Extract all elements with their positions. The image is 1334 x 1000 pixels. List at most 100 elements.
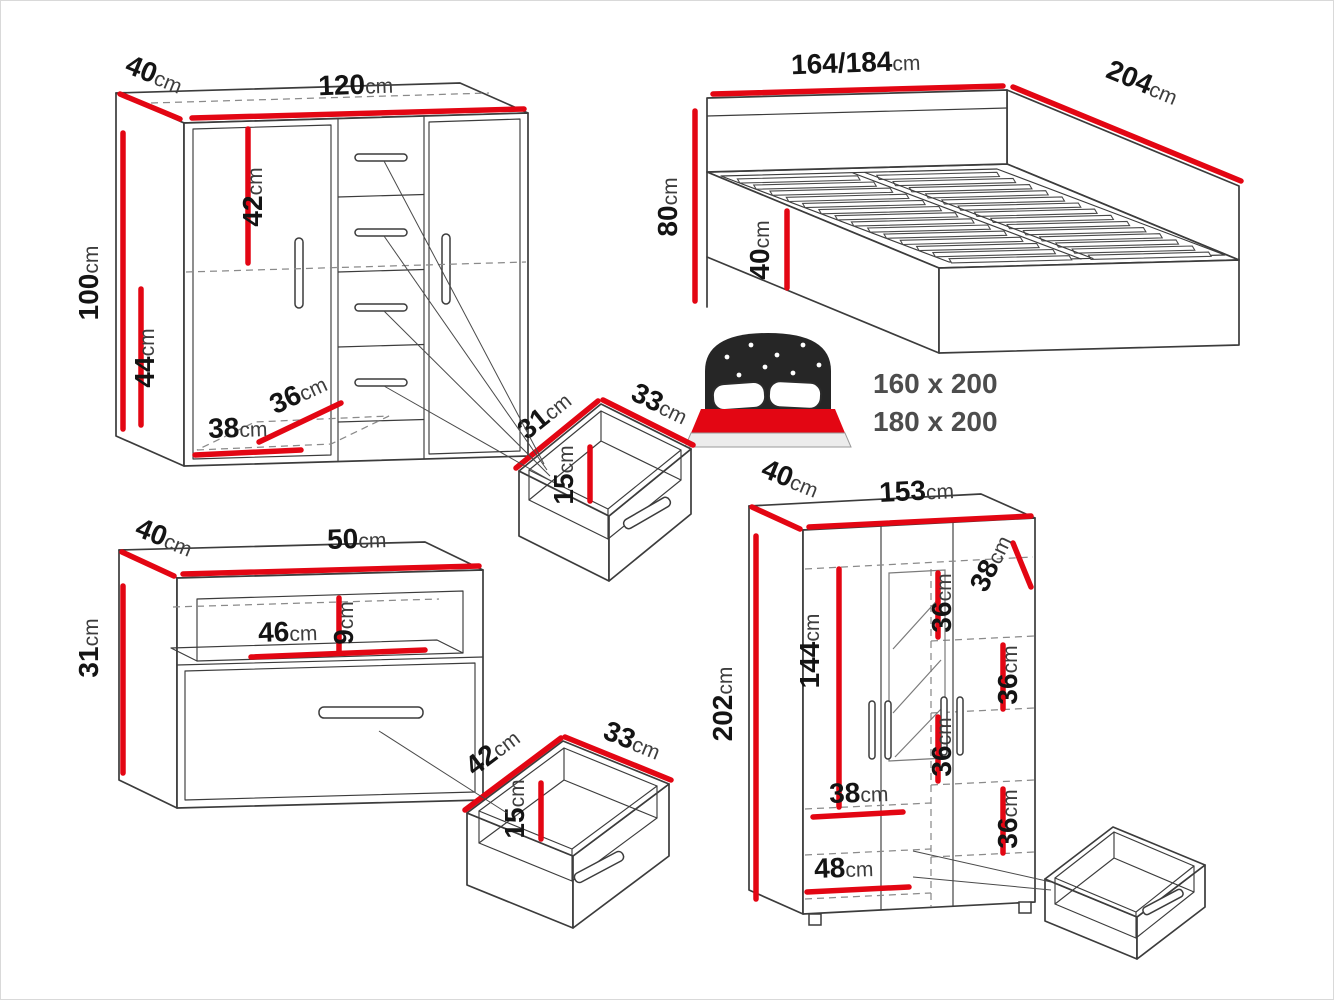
bed-icon-stars	[724, 342, 822, 378]
wardrobe-handles	[868, 696, 964, 760]
nightstand-niche-floor	[170, 639, 464, 662]
bed-slats	[736, 171, 1213, 264]
wardrobe-door-handle	[940, 696, 948, 756]
bed-slat	[931, 248, 1057, 258]
bed-slat	[752, 181, 878, 190]
dresser-drawer-leader	[383, 235, 548, 471]
bed-size-option-2: 180 x 200	[873, 406, 998, 437]
dresser-inner-width-dimline	[192, 447, 304, 458]
bed-width-label: 164/184cm	[791, 45, 921, 80]
wardrobe-door-handle	[956, 696, 964, 756]
wardrobe-shelf-gap-label-1: 36cm	[926, 573, 957, 632]
bed-frame-height-label: 40cm	[744, 220, 775, 279]
bed-headboard-height-label: 80cm	[652, 177, 683, 236]
bed-slat	[817, 205, 943, 215]
dresser-left-face	[115, 92, 185, 467]
wardrobe-door-handle	[868, 700, 876, 760]
nightstand-labels: 40cm 50cm 31cm 46cm 9cm	[73, 512, 387, 678]
bed: 164/184cm 204cm 80cm 40cm	[652, 45, 1244, 354]
dresser-drawer-leader	[383, 310, 551, 477]
wardrobe-mirror	[888, 569, 946, 762]
nightstand-depth-dimline	[119, 549, 177, 579]
drawer-small-edge-b-dimline	[600, 397, 696, 448]
dresser-height-label: 100cm	[73, 246, 104, 321]
bed-frame-inner-rim	[720, 168, 1226, 263]
drawer-wardrobe-inner-corners	[1054, 831, 1195, 939]
wardrobe-drawer-front-dimline	[810, 809, 906, 820]
drawer-detail-small: 31cm 33cm 15cm	[511, 377, 696, 582]
wardrobe-drawer-width-label: 48cm	[814, 851, 874, 884]
bed-length-label: 204cm	[1102, 54, 1183, 111]
drawer-detail-medium: 42cm 33cm 15cm	[459, 715, 674, 929]
wardrobe-width-dimline	[806, 513, 1034, 530]
bed-slat	[915, 242, 1041, 252]
bed-center-rail-edge	[864, 171, 1094, 260]
bed-length-dimline	[1010, 84, 1244, 184]
nightstand-width-dimline	[180, 563, 482, 577]
dresser-door-handle-left	[294, 237, 304, 309]
dresser-upper-section-label: 42cm	[237, 167, 268, 226]
wardrobe-drawer-leader	[912, 876, 1052, 891]
wardrobe: 40cm 153cm 202cm 144cm 38cm 36cm 36cm 36…	[707, 453, 1036, 926]
bed-icon-base	[684, 432, 852, 448]
wardrobe-shelf-gap-label-3: 36cm	[926, 717, 957, 776]
wardrobe-shelf-gap-label-2: 36cm	[992, 645, 1023, 704]
bed-size-option-1: 160 x 200	[873, 368, 998, 399]
drawer-medium-edge-b-dimline	[562, 734, 674, 783]
nightstand-height-label: 31cm	[73, 618, 104, 677]
drawer-medium-edge-a-dimline	[462, 735, 564, 813]
drawer-wardrobe-handle	[1142, 888, 1184, 916]
dresser-hidden-lines	[150, 92, 527, 451]
dresser-lower-section-label: 44cm	[129, 328, 160, 387]
dresser-door-outlines	[192, 118, 521, 460]
bed-headboard	[706, 89, 1008, 173]
bed-slat	[736, 175, 861, 184]
wardrobe-depth-label: 40cm	[757, 453, 823, 504]
drawer-medium-height-label: 15cm	[499, 779, 530, 838]
wardrobe-depth-dimline	[749, 504, 803, 532]
dresser-drawer-leader	[383, 160, 545, 465]
wardrobe-shelf-gap-label-4: 36cm	[992, 789, 1023, 848]
dresser-handles	[294, 153, 451, 387]
dresser-drawer-handle	[354, 378, 408, 387]
wardrobe-drawer-width-dimline	[804, 884, 912, 895]
wardrobe-door-handle	[884, 700, 892, 760]
bed-width-dimline	[710, 83, 1006, 97]
bed-icon-pillow-left	[711, 380, 767, 412]
drawer-medium-edge-b-label: 33cm	[599, 715, 665, 766]
drawer-small-handle	[622, 496, 672, 530]
drawer-medium-handle	[573, 850, 625, 884]
nightstand-inner-width-label: 46cm	[258, 615, 318, 648]
wardrobe-dimension-lines	[749, 504, 1034, 902]
wardrobe-drawer-front-label: 38cm	[829, 776, 889, 809]
dresser-width-dimline	[189, 106, 527, 121]
bed-slat	[883, 230, 1008, 239]
drawer-small-edge-a-dimline	[513, 398, 601, 471]
bed-dimension-lines	[692, 83, 1244, 304]
nightstand-drawer-divider	[176, 656, 484, 666]
dresser: 40cm 120cm 100cm 42cm 44cm 38cm 36cm	[73, 49, 529, 467]
nightstand-niche-back-hidden	[172, 598, 440, 608]
drawer-wardrobe-rim	[1044, 826, 1206, 918]
nightstand-dimension-lines	[119, 549, 482, 776]
drawer-small-rim	[518, 403, 692, 517]
bed-icon-blanket	[691, 409, 845, 433]
wardrobe-drawer-leader	[912, 850, 1052, 883]
leader-lines	[378, 160, 1052, 891]
dresser-drawer-dividers	[337, 193, 425, 423]
nightstand-width-label: 50cm	[327, 522, 387, 555]
dresser-drawer-handle	[354, 303, 408, 312]
wardrobe-width-label: 153cm	[878, 473, 954, 508]
wardrobe-height-label: 202cm	[707, 667, 738, 742]
dresser-drawer-handle	[354, 153, 408, 162]
nightstand-drawer-leader	[378, 730, 508, 814]
bed-slat	[769, 187, 894, 196]
bed-foot-face	[938, 259, 1240, 354]
drawer-detail-wardrobe	[1044, 826, 1206, 960]
dresser-inner-width-label: 38cm	[208, 411, 268, 444]
bed-slat	[948, 255, 1073, 264]
bed-slat	[801, 199, 927, 209]
drawer-small-inner-corners	[528, 410, 682, 540]
nightstand-left-face	[118, 549, 178, 809]
